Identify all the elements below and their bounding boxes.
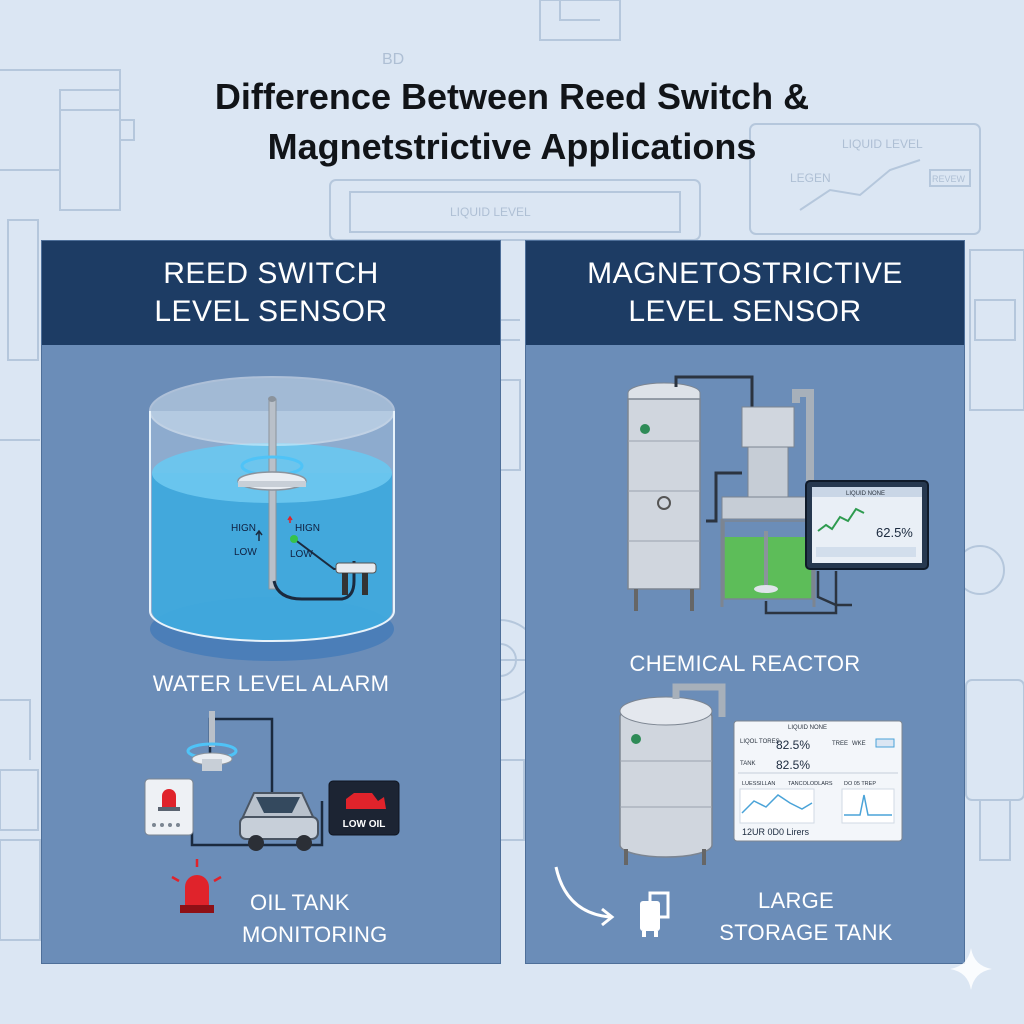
reactor-screen-value: 62.5% — [876, 525, 913, 540]
reed-high-label-right: HIGN — [295, 523, 320, 534]
curved-arrow-icon — [554, 866, 611, 919]
page-title-line1: Difference Between Reed Switch & — [214, 76, 810, 117]
storage-chart-label2: TANCOLODLARS — [788, 781, 833, 787]
sparkle-icon — [950, 948, 992, 990]
page-title: Difference Between Reed Switch & Magnets… — [0, 72, 1024, 172]
magnetostrictive-panel-header: MAGNETOSTRICTIVE LEVEL SENSOR — [526, 241, 964, 345]
storage-screen-title: LIQUID NONE — [788, 725, 827, 731]
reed-switch-illustrations: HIGN LOW HIGN LOW — [144, 376, 400, 913]
oil-monitoring-illustration — [144, 711, 400, 851]
chemical-reactor-caption: CHEMICAL REACTOR — [629, 651, 861, 676]
reed-switch-panel-header: REED SWITCH LEVEL SENSOR — [42, 241, 500, 345]
reed-low-label-left: LOW — [234, 547, 257, 558]
bg-label-bd: BD — [382, 51, 404, 68]
storage-row2-value: 82.5% — [776, 758, 810, 772]
bg-label-legend: LEGEN — [790, 171, 831, 185]
storage-tank-icon — [640, 891, 670, 937]
chemical-reactor-illustration: LIQUID NONE 62.5% — [627, 375, 929, 615]
storage-row2-label: TANK — [740, 761, 756, 767]
storage-tank-caption-line1: LARGE — [757, 888, 835, 913]
reed-switch-heading-line1: REED SWITCH — [163, 257, 379, 290]
magnetostrictive-illustrations: LIQUID NONE 62.5% LIQUID NONE LIQOL TORE… — [554, 375, 929, 937]
storage-tank-caption: LARGE STORAGE TANK — [686, 885, 926, 949]
oil-tank-caption-line1: OIL TANK — [250, 890, 350, 915]
reactor-screen-title: LIQUID NONE — [846, 491, 885, 497]
oil-tank-caption-line2: MONITORING — [242, 922, 388, 947]
low-oil-label: LOW OIL — [342, 819, 386, 830]
reed-switch-heading-line2: LEVEL SENSOR — [154, 295, 388, 328]
bg-label-liquid-level-2: LIQUID LEVEL — [842, 137, 923, 151]
water-tank-illustration: HIGN LOW HIGN LOW — [149, 376, 395, 661]
storage-tag2: WKE — [852, 741, 866, 747]
storage-tag1: TREE — [832, 741, 848, 747]
reed-high-label-left: HIGN — [231, 523, 256, 534]
oil-tank-caption: OIL TANK MONITORING — [212, 887, 452, 951]
reed-low-label-right: LOW — [290, 549, 313, 560]
magnetostrictive-heading-line2: LEVEL SENSOR — [628, 295, 862, 328]
page-title-line2: Magnetstrictive Applications — [267, 126, 757, 167]
water-level-alarm-caption: WATER LEVEL ALARM — [152, 671, 390, 696]
magnetostrictive-heading-line1: MAGNETOSTRICTIVE — [587, 257, 903, 290]
storage-row1-label: LIQOL TORES — [740, 739, 780, 745]
storage-tank-illustration: LIQUID NONE LIQOL TORES 82.5% TANK 82.5%… — [619, 683, 903, 865]
storage-tank-caption-line2: STORAGE TANK — [719, 920, 893, 945]
alarm-beacon-icon — [171, 859, 222, 913]
magnetostrictive-panel: MAGNETOSTRICTIVE LEVEL SENSOR — [525, 240, 965, 964]
reed-switch-panel: REED SWITCH LEVEL SENSOR HIGN — [41, 240, 501, 964]
storage-chart-label3: DO 05 TREP — [844, 781, 876, 787]
bg-label-liquid-level: LIQUID LEVEL — [450, 205, 531, 219]
storage-footer: 12UR 0D0 Lirers — [742, 827, 810, 837]
storage-row1-value: 82.5% — [776, 738, 810, 752]
bg-label-review: REVEW — [932, 174, 966, 184]
storage-chart-label1: LUESSILLAN — [742, 781, 775, 787]
